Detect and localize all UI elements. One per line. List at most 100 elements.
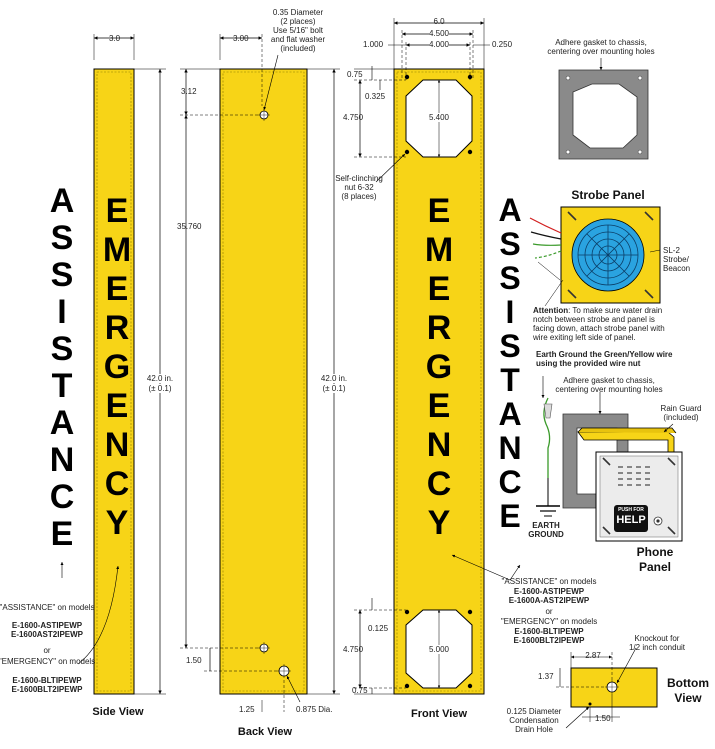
dim-back-width: 3.00	[233, 34, 249, 43]
emergency-front-letter: E	[427, 270, 451, 308]
right-emergency-models: E-1600-BLTIPEWP E-1600BLT2IPEWP	[513, 627, 585, 645]
assistance-side-letter: E	[50, 515, 74, 553]
assistance-side-letter: S	[50, 256, 74, 294]
self-clinching-note: Self-clinching nut 6-32 (8 places)	[335, 174, 383, 201]
right-or: or	[545, 607, 553, 616]
back-view-body	[219, 68, 308, 695]
dim-back-312: 3.12	[181, 87, 197, 96]
help-badge-main: HELP	[616, 514, 646, 526]
phone-assembly-drawing	[536, 376, 683, 542]
dim-back-height-tol: (± 0.1)	[322, 384, 346, 393]
emergency-front-letter: E	[427, 192, 451, 230]
emergency-front-letter: C	[426, 465, 452, 503]
left-assistance-models: E-1600-ASTIPEWP E-1600AST2IPEWP	[10, 621, 84, 639]
dim-front-075-top: 0.75	[347, 70, 363, 79]
assistance-side-letter: S	[50, 330, 74, 368]
front-view-drawing	[354, 18, 521, 695]
assistance-right-letter: S	[499, 260, 521, 296]
emergency-front-letter: R	[426, 309, 452, 347]
assistance-right-letter: I	[505, 294, 515, 330]
emergency-side-letter: C	[104, 465, 130, 503]
strobe-label: SL-2 Strobe/ Beacon	[663, 246, 691, 273]
dim-front-5000: 5.000	[428, 645, 450, 654]
dim-front-0325: 0.325	[365, 92, 386, 101]
dim-bottom-287: 2.87	[585, 651, 601, 660]
dim-front-4000: 4.000	[428, 40, 450, 49]
emergency-side-letter: E	[105, 270, 129, 308]
gasket-top-note: Adhere gasket to chassis, centering over…	[547, 38, 655, 56]
emergency-side-letter: G	[103, 348, 131, 386]
dim-front-075-bot: 0.75	[352, 686, 368, 695]
emergency-front-letter: G	[425, 348, 453, 386]
dim-back-0875: 0.875 Dia.	[296, 705, 333, 714]
phone-panel-title: Phone Panel	[636, 545, 674, 574]
dim-front-4750-top: 4.750	[343, 113, 364, 122]
knockout-note: Knockout for 1/2 inch conduit	[628, 634, 686, 652]
rain-guard-note: Rain Guard (included)	[660, 404, 702, 422]
dim-front-4750-bot: 4.750	[343, 645, 364, 654]
assistance-right-letter: C	[498, 464, 522, 500]
back-view-drawing	[180, 34, 340, 712]
emergency-front-letter: E	[427, 387, 451, 425]
side-view-title: Side View	[92, 706, 144, 718]
side-view-body	[93, 68, 135, 695]
emergency-front-letter: M	[424, 231, 454, 269]
earth-ground-label: EARTH GROUND	[528, 521, 564, 539]
emergency-side-letter: E	[105, 192, 129, 230]
assistance-side-letter: S	[50, 219, 74, 257]
left-or: or	[43, 646, 51, 655]
assistance-right-letter: A	[498, 192, 522, 228]
left-assistance-head: "ASSISTANCE" on models	[0, 603, 95, 612]
bottom-drain-hole	[588, 702, 592, 706]
dim-back-125: 1.25	[239, 705, 255, 714]
front-view-title: Front View	[410, 708, 468, 720]
emergency-side-letter: M	[102, 231, 132, 269]
assistance-right-letter: E	[499, 498, 521, 534]
assistance-side-letter: A	[49, 182, 75, 220]
earth-note: Earth Ground the Green/Yellow wire using…	[536, 350, 673, 368]
dim-front-width: 6.0	[433, 17, 445, 26]
front-view-body	[393, 68, 485, 695]
emergency-side-letter: N	[104, 426, 130, 464]
dim-back-150: 1.50	[186, 656, 202, 665]
assistance-right-letter: A	[498, 396, 522, 432]
dim-front-0250: 0.250	[492, 40, 513, 49]
dim-bottom-150: 1.50	[595, 714, 611, 723]
assistance-side-letter: T	[51, 367, 73, 405]
assistance-side-letter: I	[57, 293, 67, 331]
assistance-right-letter: S	[499, 328, 521, 364]
left-emergency-head: "EMERGENCY" on models	[0, 657, 96, 666]
dim-front-5400: 5.400	[428, 113, 450, 122]
assistance-side-letter: A	[49, 404, 75, 442]
right-emergency-head: "EMERGENCY" on models	[500, 617, 598, 626]
help-badge: PUSH FOR HELP	[614, 505, 648, 532]
assistance-right-letter: T	[500, 362, 520, 398]
assistance-right-letter: S	[499, 226, 521, 262]
assistance-side-letter: N	[49, 441, 75, 479]
dim-bottom-137: 1.37	[538, 672, 554, 681]
emergency-side-letter: E	[105, 387, 129, 425]
emergency-side-letter: R	[104, 309, 130, 347]
emergency-front-letter: N	[426, 426, 452, 464]
right-assistance-head: "ASSISTANCE" on models	[501, 577, 597, 586]
dim-back-height: 42.0 in.	[320, 374, 348, 383]
dim-front-1000: 1.000	[363, 40, 384, 49]
dim-side-height-tol: (± 0.1)	[148, 384, 172, 393]
emergency-front-letter: Y	[427, 504, 451, 542]
help-badge-top: PUSH FOR	[618, 507, 644, 513]
gasket-mid-note: Adhere gasket to chassis, centering over…	[555, 376, 663, 394]
dim-front-4500: 4.500	[428, 29, 450, 38]
bottom-view-title: Bottom View	[667, 676, 709, 705]
strobe-panel-title: Strobe Panel	[571, 188, 645, 202]
strobe-panel-drawing	[529, 206, 661, 307]
bottom-view-drawing	[556, 647, 658, 729]
emergency-side-letter: Y	[105, 504, 129, 542]
dim-front-0125: 0.125	[368, 624, 389, 633]
right-assistance-models: E-1600-ASTIPEWP E-1600A-AST2IPEWP	[508, 587, 590, 605]
dim-back-35760: 35.760	[177, 222, 202, 231]
dim-side-width: 3.0	[109, 34, 121, 43]
side-view-drawing	[60, 34, 166, 695]
dim-side-height: 42.0 in.	[146, 374, 174, 383]
bolt-note: 0.35 Diameter (2 places) Use 5/16" bolt …	[270, 8, 326, 53]
